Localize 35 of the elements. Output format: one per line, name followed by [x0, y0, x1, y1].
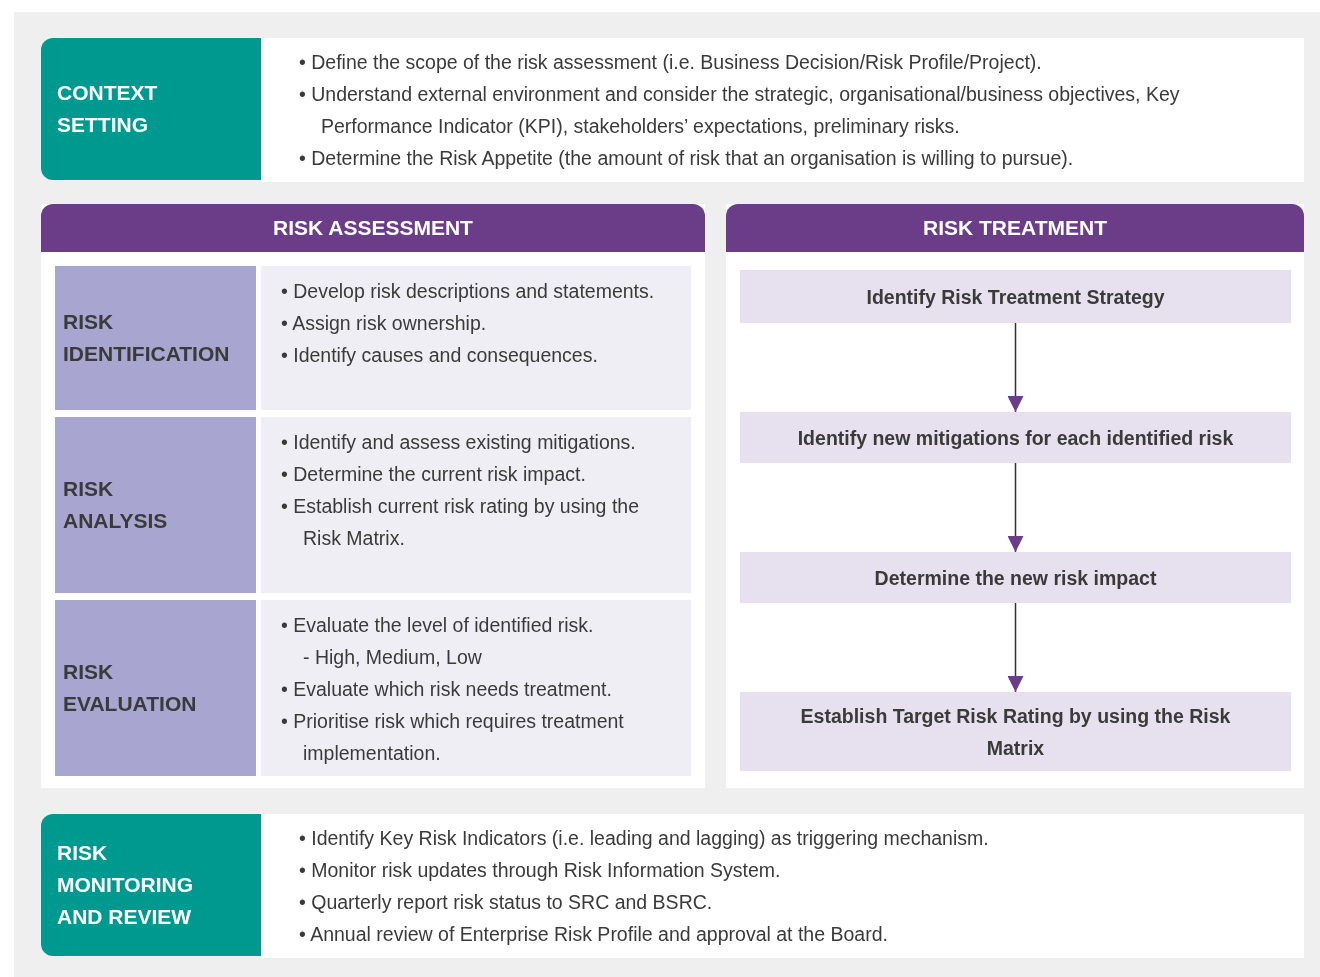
section-label: CONTEXT SETTING: [41, 38, 261, 180]
panel-card: [726, 204, 1304, 788]
section-label: RISK MONITORING AND REVIEW: [41, 814, 261, 956]
bullet-item: • Determine the Risk Appetite (the amount of risk that an organisation is willing to pursue).: [299, 146, 1075, 171]
panel-header: RISK TREATMENT: [726, 204, 1304, 252]
bullet-item: • Identify causes and consequences.: [281, 343, 599, 368]
step-box: Determine the new risk impact: [740, 552, 1291, 603]
arrow: [1007, 602, 1024, 693]
text-panel: [261, 38, 1304, 182]
bullet-item: • Identify and assess existing mitigations.: [281, 430, 637, 455]
arrow: [1007, 462, 1024, 553]
stage-label: RISK IDENTIFICATION: [55, 266, 256, 410]
stage-label: RISK EVALUATION: [55, 600, 256, 776]
bullet-item: • Prioritise risk which requires treatment implementation.: [281, 709, 625, 766]
step-box: Identify Risk Treatment Strategy: [740, 270, 1291, 323]
step-box: Establish Target Risk Rating by using the Risk Matrix: [740, 692, 1291, 771]
bullet-item: • Define the scope of the risk assessment (i.e. Business Decision/Risk Profile/Project).: [299, 50, 1043, 75]
sub-item-text: - High, Medium, Low: [302, 645, 483, 670]
text-panel: [261, 814, 1304, 958]
bullet-item: • Develop risk descriptions and statements.: [281, 279, 656, 304]
bullet-item: • Evaluate the level of identified risk.: [281, 613, 595, 638]
bullet-item: • Monitor risk updates through Risk Information System.: [299, 858, 782, 883]
bullet-item: • Determine the current risk impact.: [281, 462, 587, 487]
arrow: [1007, 322, 1024, 413]
stage-label: RISK ANALYSIS: [55, 417, 256, 593]
bullet-item: • Identify Key Risk Indicators (i.e. leading and lagging) as triggering mechanism.: [299, 826, 990, 851]
bullet-item: • Understand external environment and consider the strategic, organisational/business objectives, Key Performance Indicator (KPI), stakeholders’ expectations, preliminary risks.: [299, 82, 1181, 139]
bullet-item: • Quarterly report risk status to SRC and BSRC.: [299, 890, 714, 915]
bullet-item: • Annual review of Enterprise Risk Profile and approval at the Board.: [299, 922, 889, 947]
bullet-item: • Establish current risk rating by using the Risk Matrix.: [281, 494, 640, 551]
bullet-item: • Assign risk ownership.: [281, 311, 488, 336]
panel-card: [41, 204, 705, 788]
step-box: Identify new mitigations for each identified risk: [740, 412, 1291, 463]
bullet-item: • Evaluate which risk needs treatment.: [281, 677, 613, 702]
panel-header: RISK ASSESSMENT: [41, 204, 705, 252]
